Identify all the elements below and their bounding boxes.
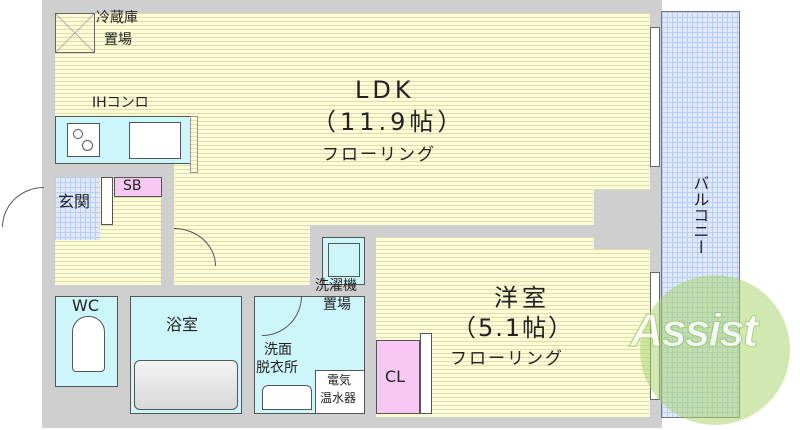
washer-label-2: 置場 [323,297,351,313]
washer-space [322,237,365,285]
bathroom-label: 浴室 [166,315,199,334]
hall-floor-left [55,240,100,285]
heater-label-2: 温水器 [320,391,357,405]
balcony-label: バルコニー [690,175,710,255]
fridge-space [55,13,95,53]
pillar [594,190,660,249]
wall-kitchen [55,164,174,177]
entrance [55,177,100,240]
closet-door[interactable] [420,333,432,414]
closet [376,340,420,414]
window-ldk[interactable] [650,27,660,167]
wall-lower [42,285,376,296]
wall-divider [310,225,520,237]
burner-icon [73,129,83,139]
washer-label-1: 洗濯機 [315,278,357,294]
counter-edge [190,116,198,173]
washroom-label-2: 脱衣所 [256,360,298,376]
wc-label: WC [72,296,99,315]
western-floor-type: フローリング [450,349,564,369]
fridge-label-1: 冷蔵庫 [96,10,138,26]
fridge-label-2: 置場 [104,32,132,48]
toilet-icon [72,316,105,372]
ldk-size: （11.9帖） [312,108,466,136]
burner-icon [82,140,93,151]
water-heater [315,370,365,414]
shoebox [114,177,162,197]
kitchen-sink [129,122,181,159]
ldk-name: LDK [355,76,415,104]
shoebox-label: SB [123,178,142,194]
assist-logo: Assist [620,275,800,425]
ldk-floor-type: フローリング [322,145,436,165]
closet-label: CL [385,367,406,386]
washbasin [262,385,312,410]
stove-label: IHコンロ [92,95,149,111]
wall-right-column [364,237,376,428]
entrance-label: 玄関 [58,192,91,211]
entrance-door[interactable] [2,187,44,227]
heater-label-1: 電気 [327,373,352,387]
western-name: 洋室 [494,284,550,312]
western-size: （5.1帖） [452,314,575,342]
washroom-label-1: 洗面 [264,342,292,358]
bathtub [134,360,238,410]
shoebox-panel [101,177,113,225]
washer-icon [328,243,360,277]
wall-hall [161,165,174,285]
